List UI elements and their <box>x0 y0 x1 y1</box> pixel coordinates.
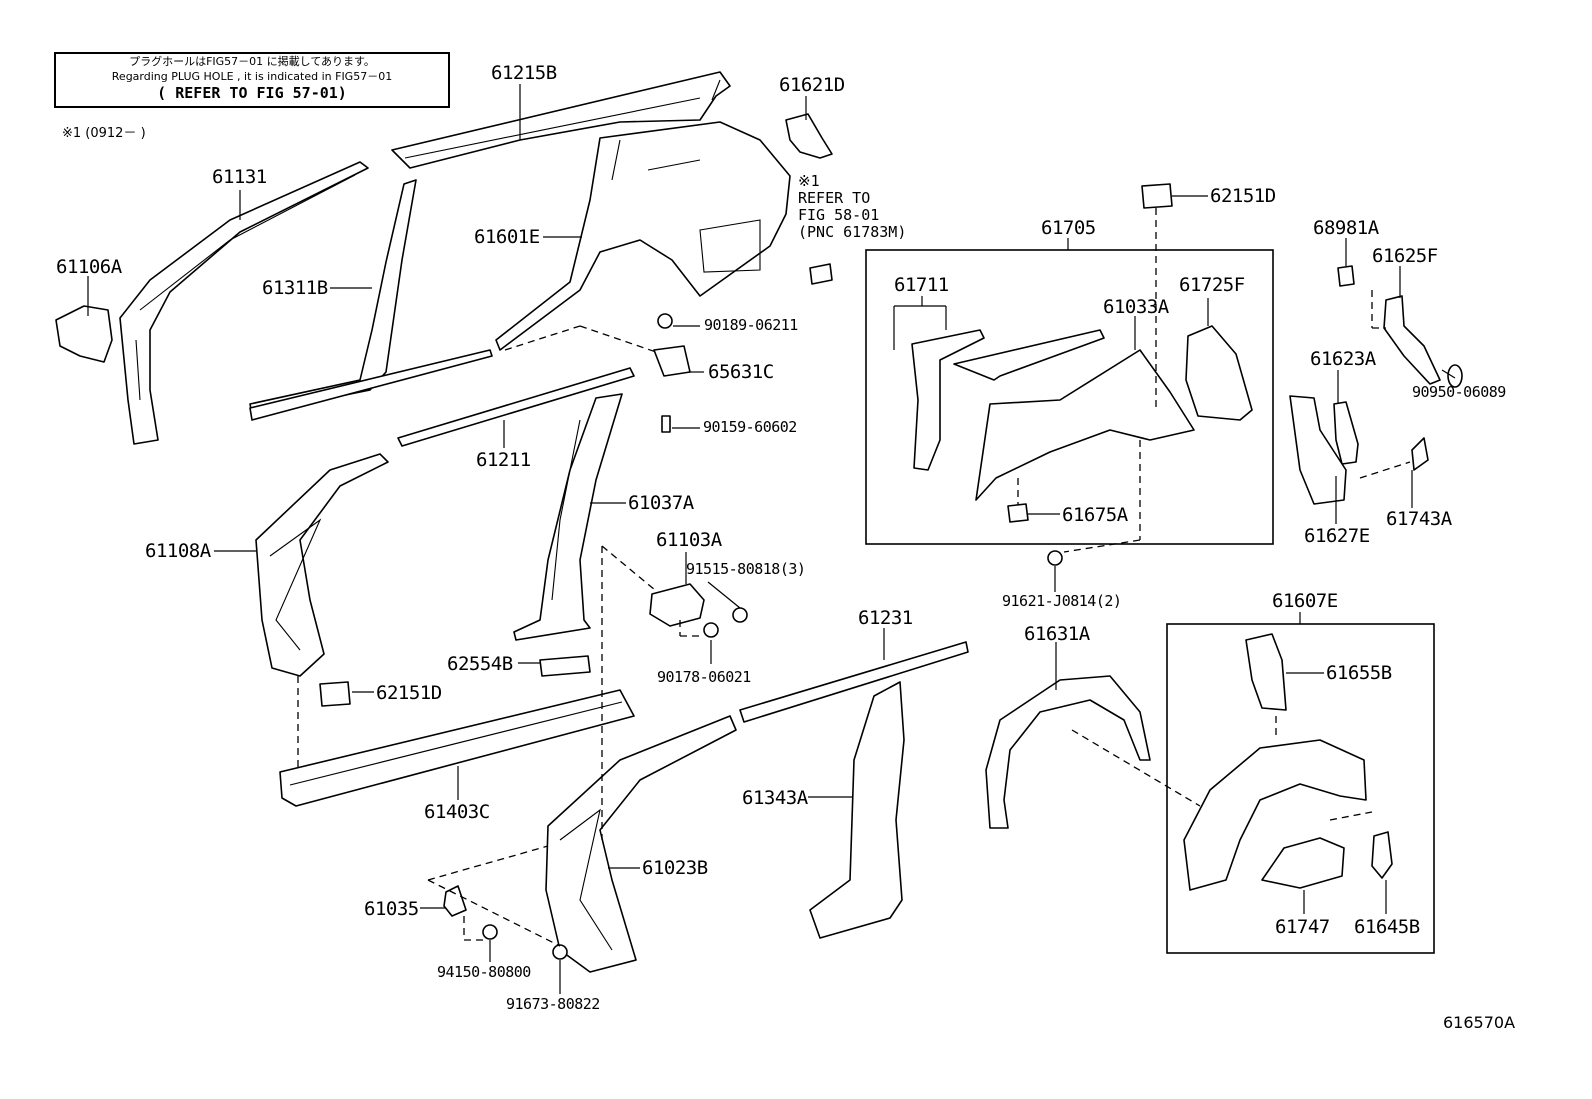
part-61625F <box>1383 295 1441 385</box>
footnote-date-range: ※1 (0912－ ) <box>62 126 146 141</box>
refer-note: ※1 REFER TO FIG 58-01 (PNC 61783M) <box>798 173 906 241</box>
label-61711[interactable]: 61711 <box>894 274 949 296</box>
part-94150-nut <box>482 924 498 940</box>
part-61403C <box>279 689 635 807</box>
part-61601E <box>495 121 791 351</box>
label-62151D-bottom[interactable]: 62151D <box>376 682 442 704</box>
part-91673-bolt <box>552 944 568 960</box>
label-61601E[interactable]: 61601E <box>474 226 540 248</box>
label-61211[interactable]: 61211 <box>476 449 531 471</box>
part-61343A <box>809 681 905 939</box>
part-62554B <box>539 655 591 677</box>
part-62151D-bottom <box>319 681 351 707</box>
refer-note-line4: (PNC 61783M) <box>798 223 907 241</box>
note-line-japanese: プラグホールはFIG57－01 に掲載してあります。 <box>129 55 375 68</box>
part-61211 <box>397 367 635 447</box>
label-61231[interactable]: 61231 <box>858 607 913 629</box>
part-61675A <box>1007 503 1029 523</box>
part-61106A <box>55 305 113 363</box>
label-61725F[interactable]: 61725F <box>1179 274 1245 296</box>
part-61747 <box>1261 837 1345 889</box>
dashed-relation-lines <box>297 208 1411 947</box>
label-61033A[interactable]: 61033A <box>1103 296 1169 318</box>
part-68981A <box>1337 265 1355 287</box>
part-61621D <box>785 113 833 159</box>
part-61627E <box>1289 395 1347 505</box>
label-61625F[interactable]: 61625F <box>1372 245 1438 267</box>
part-61131 <box>119 161 369 445</box>
part-61631A <box>985 675 1151 829</box>
part-90159-bolt <box>661 415 671 433</box>
part-61705-inner <box>975 349 1195 501</box>
leader-lines <box>87 84 1456 994</box>
label-61343A[interactable]: 61343A <box>742 787 808 809</box>
label-61607E[interactable]: 61607E <box>1272 590 1338 612</box>
label-62151D-top[interactable]: 62151D <box>1210 185 1276 207</box>
label-61675A[interactable]: 61675A <box>1062 504 1128 526</box>
label-94150-80800[interactable]: 94150-80800 <box>437 963 531 981</box>
part-90189-clip <box>657 313 673 329</box>
label-68981A[interactable]: 68981A <box>1313 217 1379 239</box>
label-61743A[interactable]: 61743A <box>1386 508 1452 530</box>
part-61231 <box>739 641 969 723</box>
label-61131[interactable]: 61131 <box>212 166 267 188</box>
part-61108A <box>255 453 389 677</box>
refer-note-line2: REFER TO <box>798 189 871 207</box>
label-91621-J0814[interactable]: 91621-J0814(2) <box>1002 592 1122 610</box>
label-61627E[interactable]: 61627E <box>1304 525 1370 547</box>
part-91621-bolt <box>1047 550 1063 566</box>
label-61023B[interactable]: 61023B <box>642 857 708 879</box>
label-91673-80822[interactable]: 91673-80822 <box>506 995 600 1013</box>
part-61623A <box>1333 401 1359 465</box>
label-61403C[interactable]: 61403C <box>424 801 490 823</box>
label-61631A[interactable]: 61631A <box>1024 623 1090 645</box>
note-line-english: Regarding PLUG HOLE , it is indicated in… <box>111 70 393 83</box>
refer-note-mark: ※1 <box>798 172 820 190</box>
part-61655B <box>1245 633 1287 711</box>
part-62151D-top <box>1141 183 1173 209</box>
part-61743A <box>1411 437 1429 471</box>
label-61747[interactable]: 61747 <box>1275 916 1330 938</box>
label-61108A[interactable]: 61108A <box>145 540 211 562</box>
part-61725F <box>1185 325 1253 421</box>
label-61645B[interactable]: 61645B <box>1354 916 1420 938</box>
part-61033A <box>953 329 1105 381</box>
part-91515-bolt <box>732 607 748 623</box>
label-61621D[interactable]: 61621D <box>779 74 845 96</box>
part-90950-plug <box>1447 364 1463 388</box>
label-61037A[interactable]: 61037A <box>628 492 694 514</box>
part-65631C <box>653 345 691 377</box>
part-61645B <box>1371 831 1393 879</box>
label-90159-60602[interactable]: 90159-60602 <box>703 418 797 436</box>
part-61607E-housing <box>1183 739 1367 891</box>
part-61035 <box>443 885 467 917</box>
label-90178-06021[interactable]: 90178-06021 <box>657 668 751 686</box>
label-61705[interactable]: 61705 <box>1041 217 1096 239</box>
group-box-61705 <box>865 249 1274 545</box>
label-61106A[interactable]: 61106A <box>56 256 122 278</box>
part-90178-nut <box>703 622 719 638</box>
part-61103A <box>649 583 705 627</box>
label-61215B[interactable]: 61215B <box>491 62 557 84</box>
figure-id: 616570A <box>1443 1013 1516 1032</box>
part-61023B <box>545 715 737 973</box>
label-90950-06089[interactable]: 90950-06089 <box>1412 383 1506 401</box>
part-61711 <box>911 329 985 471</box>
note-line-refer: ( REFER TO FIG 57-01) <box>157 84 347 102</box>
label-61655B[interactable]: 61655B <box>1326 662 1392 684</box>
label-91515-80818[interactable]: 91515-80818(3) <box>686 560 806 578</box>
label-61103A[interactable]: 61103A <box>656 529 722 551</box>
label-61311B[interactable]: 61311B <box>262 277 328 299</box>
refer-note-line3: FIG 58-01 <box>798 206 880 224</box>
label-61035[interactable]: 61035 <box>364 898 419 920</box>
label-62554B[interactable]: 62554B <box>447 653 513 675</box>
plug-hole-note-box: プラグホールはFIG57－01 に掲載してあります。 Regarding PLU… <box>54 52 450 108</box>
part-61783M-clip <box>809 263 833 285</box>
label-61623A[interactable]: 61623A <box>1310 348 1376 370</box>
part-61037A <box>513 393 623 641</box>
label-90189-06211[interactable]: 90189-06211 <box>704 316 798 334</box>
label-65631C[interactable]: 65631C <box>708 361 774 383</box>
